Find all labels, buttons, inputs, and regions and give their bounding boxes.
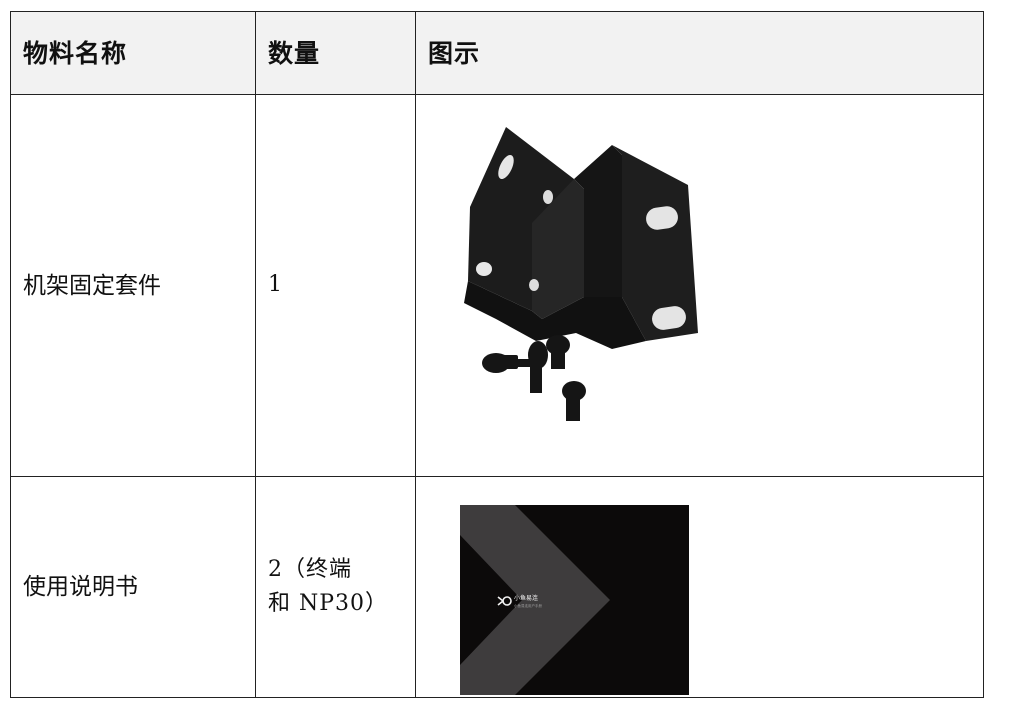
illustration-cell: 小鱼易连 小鱼易连用户手册 <box>415 476 984 701</box>
header-quantity: 数量 <box>255 11 416 95</box>
materials-table: 物料名称 数量 图示 机架固定套件 1 <box>10 11 984 698</box>
brand-logo-icon <box>497 596 512 606</box>
quantity-cell: 2（终端 和 NP30） <box>255 476 416 698</box>
material-name-cell: 使用说明书 <box>10 476 256 698</box>
header-illustration: 图示 <box>415 11 984 95</box>
rack-bracket-kit-icon <box>436 119 708 445</box>
table-header-row: 物料名称 数量 图示 <box>10 11 984 95</box>
table-row: 使用说明书 2（终端 和 NP30） 小鱼易连 小鱼易连用户手册 <box>10 476 984 701</box>
quantity-cell: 1 <box>255 94 416 477</box>
material-name-cell: 机架固定套件 <box>10 94 256 477</box>
table-row: 机架固定套件 1 <box>10 94 984 477</box>
cover-brand-text: 小鱼易连 <box>514 594 538 602</box>
user-manual-cover-icon: 小鱼易连 小鱼易连用户手册 <box>460 505 689 701</box>
cover-subtext: 小鱼易连用户手册 <box>514 603 542 608</box>
header-material-name: 物料名称 <box>10 11 256 95</box>
illustration-cell <box>415 94 984 477</box>
